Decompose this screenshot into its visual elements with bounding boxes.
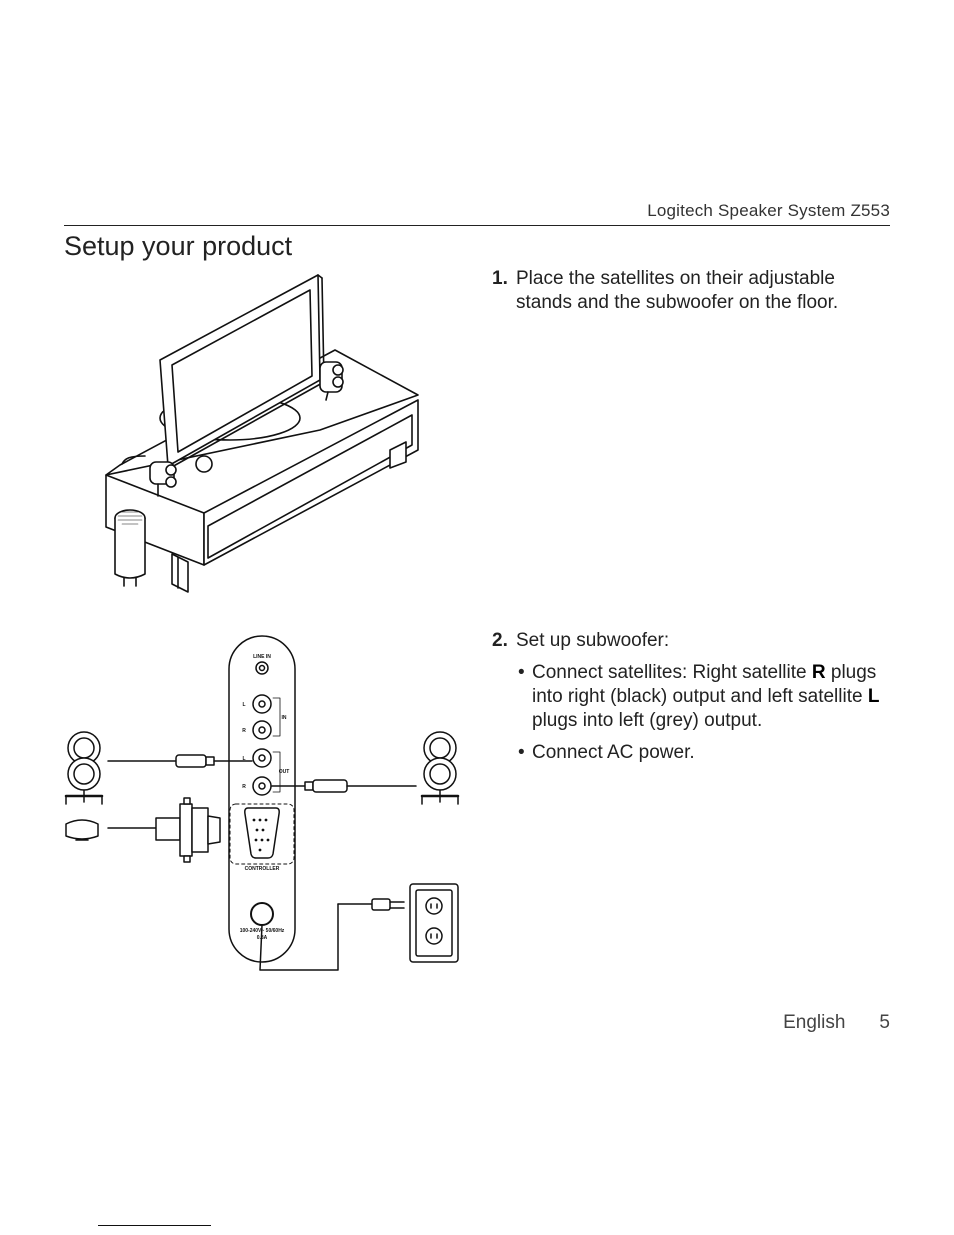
step-1: 1. Place the satellites on their adjusta… (492, 267, 892, 315)
step-2-number: 2. (492, 630, 508, 651)
step-2-text: Set up subwoofer: (516, 630, 670, 651)
bullet-connect-power: Connect AC power. (516, 741, 892, 765)
control-pod (65, 819, 99, 841)
footnote-line (98, 1225, 211, 1226)
label-power-line2: 0.8A (257, 935, 268, 941)
rca-out-left (252, 748, 272, 768)
header-rule (64, 225, 890, 226)
line-in-jack (255, 661, 269, 675)
page-title: Setup your product (64, 231, 293, 261)
label-out: OUT (279, 769, 290, 775)
footer-language: English (783, 1012, 846, 1033)
page-footer: English 5 (783, 1012, 890, 1034)
page-number: 5 (879, 1012, 890, 1033)
left-satellite (64, 731, 104, 805)
product-name: Logitech Speaker System Z553 (647, 201, 890, 220)
step-1-text: Place the satellites on their adjustable… (516, 268, 839, 313)
subwoofer-back-panel (228, 635, 296, 963)
label-line-in: LINE IN (253, 654, 271, 660)
bullet-connect-satellites: Connect satellites: Right satellite R pl… (516, 661, 892, 733)
controller-plug (155, 817, 181, 841)
rca-in-left (252, 694, 272, 714)
label-in-right: R (242, 728, 246, 734)
label-in: IN (282, 715, 287, 721)
rca-out-right (252, 776, 272, 796)
label-out-right: R (242, 784, 246, 790)
wall-outlet (409, 883, 459, 963)
label-out-left: L (242, 756, 245, 762)
rca-in-right (252, 720, 272, 740)
right-satellite (420, 731, 460, 805)
step-2: 2. Set up subwoofer: Connect satellites:… (492, 629, 892, 773)
connection-diagram: LINE IN L R IN OUT L R CONTROLLER 100-24… (64, 635, 460, 971)
controller-port (244, 807, 280, 859)
tv-stand-illustration (105, 274, 419, 593)
label-controller: CONTROLLER (245, 866, 280, 872)
step-2-bullets: Connect satellites: Right satellite R pl… (516, 661, 892, 765)
step-1-number: 1. (492, 268, 508, 289)
label-in-left: L (242, 702, 245, 708)
